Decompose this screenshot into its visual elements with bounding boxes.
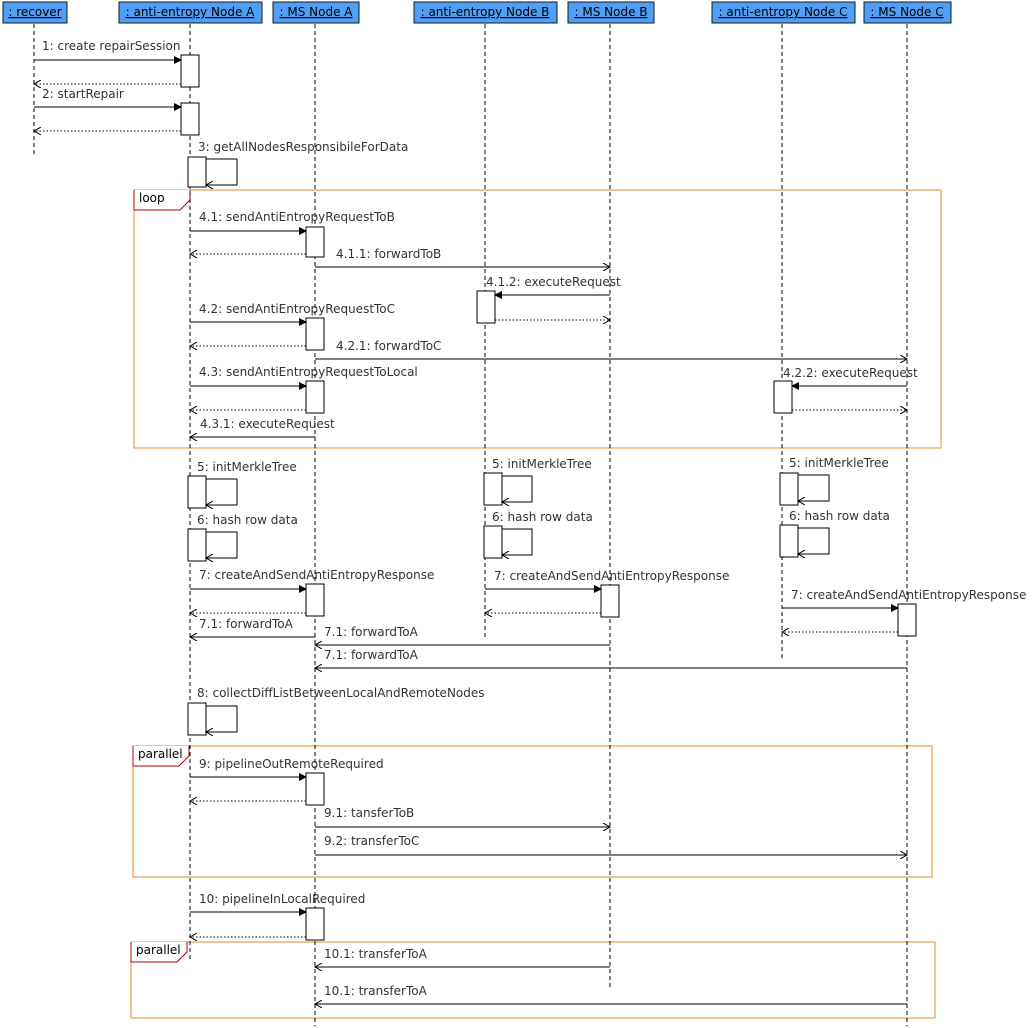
message-label: 8: collectDiffListBetweenLocalAndRemoteN… <box>197 686 485 700</box>
activation-bar <box>305 583 325 617</box>
fragment-label-loop: loop <box>139 191 165 205</box>
svg-text:: recover: : recover <box>8 5 61 19</box>
message-label: 7.1: forwardToA <box>324 625 419 639</box>
svg-text:: anti-entropy Node B: : anti-entropy Node B <box>421 5 550 19</box>
self-call-arrow <box>798 527 830 554</box>
message-label: 7.1: forwardToA <box>199 617 294 631</box>
message-label: 5: initMerkleTree <box>492 457 592 471</box>
activation-bar <box>180 102 200 136</box>
message-label: 3: getAllNodesResponsibileForData <box>198 140 408 154</box>
activation-bar <box>773 380 793 414</box>
activation-bar <box>305 317 325 351</box>
message-label: 5: initMerkleTree <box>197 460 297 474</box>
return-arrows <box>34 84 907 937</box>
message-label: 4.2: sendAntiEntropyRequestToC <box>199 302 395 316</box>
fragment-parallel-1: parallel <box>132 745 933 878</box>
activation-bar <box>483 472 503 506</box>
participant-anti-entropy-a: : anti-entropy Node A <box>118 1 263 24</box>
self-call-arrows <box>206 158 830 732</box>
activation-bar <box>187 528 207 562</box>
self-call-arrow <box>798 474 830 501</box>
svg-text:: anti-entropy Node C: : anti-entropy Node C <box>719 5 848 19</box>
svg-text:: MS Node C: : MS Node C <box>870 5 943 19</box>
activation-bar <box>483 525 503 559</box>
activation-bar <box>305 226 325 258</box>
participant-recover: : recover <box>2 1 68 24</box>
message-label: 4.3: sendAntiEntropyRequestToLocal <box>199 365 418 379</box>
self-call-arrow <box>502 528 533 555</box>
self-call-arrow <box>502 475 533 502</box>
message-label: 6: hash row data <box>789 509 890 523</box>
participant-ms-b: : MS Node B <box>567 1 655 24</box>
activation-bar <box>779 472 799 506</box>
message-label: 7: createAndSendAntiEntropyResponse <box>199 568 434 582</box>
message-label: 10: pipelineInLocalRequired <box>199 892 365 906</box>
participant-anti-entropy-c: : anti-entropy Node C <box>711 1 856 24</box>
message-label: 1: create repairSession <box>42 39 180 53</box>
activation-bar <box>897 603 917 637</box>
message-label: 4.1: sendAntiEntropyRequestToB <box>199 210 395 224</box>
participant-anti-entropy-b: : anti-entropy Node B <box>413 1 558 24</box>
message-label: 4.2.1: forwardToC <box>336 339 441 353</box>
activation-bar <box>187 702 207 736</box>
message-label: 9: pipelineOutRemoteRequired <box>199 757 384 771</box>
activation-bar <box>476 290 496 324</box>
self-call-arrow <box>206 158 238 185</box>
message-label: 7: createAndSendAntiEntropyResponse <box>791 588 1026 602</box>
call-arrows <box>34 56 907 1004</box>
fragment-label-parallel-1: parallel <box>138 747 183 761</box>
message-label: 10.1: transferToA <box>324 984 428 998</box>
message-label: 10.1: transferToA <box>324 947 428 961</box>
message-label: 4.2.2: executeRequest <box>783 366 918 380</box>
message-label: 4.1.1: forwardToB <box>336 247 441 261</box>
svg-text:: MS Node A: : MS Node A <box>280 5 354 19</box>
activation-bars <box>180 54 917 941</box>
participant-ms-a: : MS Node A <box>272 1 360 24</box>
activation-bar <box>779 524 799 558</box>
fragment-loop: loop <box>133 189 942 449</box>
activation-bar <box>187 475 207 509</box>
message-label: 4.1.2: executeRequest <box>486 275 621 289</box>
activation-bar <box>600 584 620 618</box>
activation-bar <box>187 156 207 188</box>
activation-bar <box>305 907 325 941</box>
fragment-parallel-2: parallel <box>130 941 936 1019</box>
message-label: 6: hash row data <box>492 510 593 524</box>
activation-bar <box>305 772 325 806</box>
self-call-arrow <box>206 531 238 558</box>
message-label: 6: hash row data <box>197 513 298 527</box>
svg-text:: MS Node B: : MS Node B <box>574 5 647 19</box>
participant-ms-c: : MS Node C <box>863 1 952 24</box>
message-labels: 1: create repairSession 2: startRepair 3… <box>42 39 1026 998</box>
message-label: 5: initMerkleTree <box>789 456 889 470</box>
svg-text:: anti-entropy Node A: : anti-entropy Node A <box>126 5 256 19</box>
message-label: 7.1: forwardToA <box>324 648 419 662</box>
message-label: 7: createAndSendAntiEntropyResponse <box>494 569 729 583</box>
message-label: 9.1: tansferToB <box>324 806 414 820</box>
activation-bar <box>305 380 325 414</box>
message-label: 2: startRepair <box>42 87 124 101</box>
activation-bar <box>180 54 200 88</box>
self-call-arrow <box>206 705 238 732</box>
fragment-label-parallel-2: parallel <box>136 943 181 957</box>
self-call-arrow <box>206 478 238 505</box>
message-label: 9.2: transferToC <box>324 834 419 848</box>
message-label: 4.3.1: executeRequest <box>200 417 335 431</box>
